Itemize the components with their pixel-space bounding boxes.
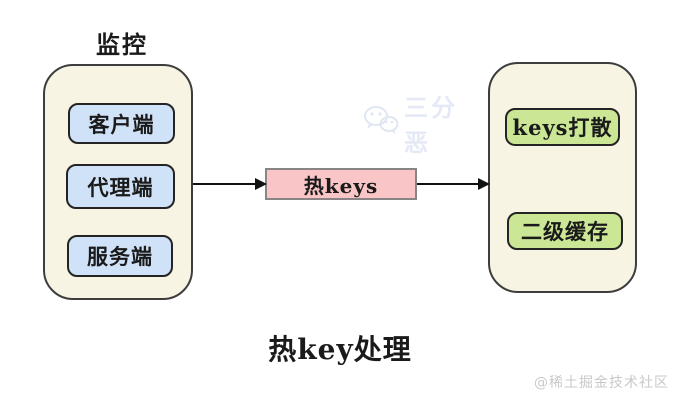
bottom-right-watermark: @稀土掘金技术社区	[534, 375, 669, 391]
node-client: 客户端	[68, 103, 175, 144]
center-watermark-text: 三分恶	[404, 93, 458, 157]
center-watermark: 三分恶	[362, 93, 482, 157]
diagram-title: 热key处理	[268, 333, 412, 366]
monitor-label: 监控	[96, 30, 148, 59]
node-keys-scatter: keys打散	[505, 108, 620, 146]
node-second-level-cache: 二级缓存	[507, 212, 623, 250]
wechat-icon	[362, 104, 400, 142]
handling-container	[488, 62, 637, 293]
arrow-hotkeys-to-handling	[417, 178, 490, 190]
arrow-monitor-to-hotkeys	[193, 178, 267, 190]
node-proxy: 代理端	[66, 164, 175, 209]
node-server: 服务端	[67, 235, 173, 277]
node-hotkeys: 热keys	[265, 168, 417, 200]
